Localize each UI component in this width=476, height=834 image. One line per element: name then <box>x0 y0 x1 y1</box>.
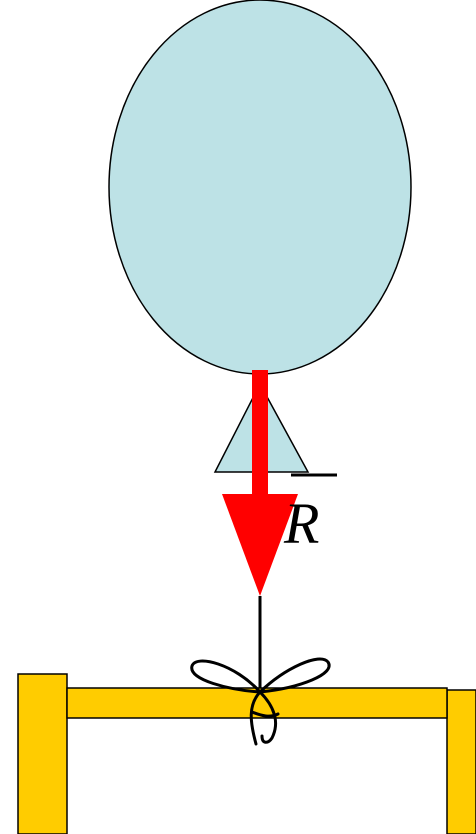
bow-tail-right <box>258 690 277 744</box>
bow-tail-left <box>249 690 262 746</box>
bow-right-loop <box>258 657 331 694</box>
force-arrow-head <box>222 494 298 596</box>
bow-left-loop <box>190 659 262 694</box>
table-right-leg <box>446 689 476 834</box>
vector-label: R <box>283 491 319 556</box>
force-arrow-shaft <box>252 370 268 500</box>
bow-knot <box>190 657 331 746</box>
bow-wrap <box>250 710 280 718</box>
force-arrow <box>222 370 298 596</box>
balloon <box>108 0 412 375</box>
table-left-leg <box>17 673 68 834</box>
table <box>17 673 476 834</box>
